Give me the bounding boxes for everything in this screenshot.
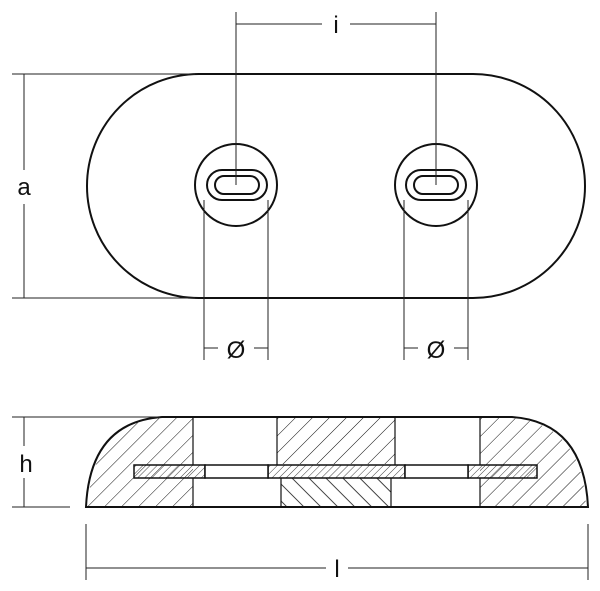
insert-strip: [133, 464, 538, 479]
height-label: h: [19, 451, 32, 478]
dimension-hole-right: Ø: [403, 200, 469, 364]
left-slot: [206, 169, 268, 201]
dimension-length: l: [85, 524, 589, 583]
dimension-height: h: [12, 416, 160, 508]
top-view: i a Ø Ø: [12, 12, 586, 364]
length-label: l: [334, 556, 339, 583]
section-outline: [84, 416, 590, 508]
section-middle-lower: [281, 478, 391, 506]
hole-walls: [192, 417, 481, 507]
spacing-label: i: [333, 12, 338, 39]
width-label: a: [17, 174, 31, 201]
section-right-end: [480, 418, 586, 506]
right-slot: [405, 169, 467, 201]
left-slot-inner: [214, 175, 260, 195]
section-view: h l: [12, 416, 590, 583]
dimension-spacing: i: [235, 12, 437, 185]
dimension-width: a: [12, 73, 195, 299]
plate-outline: [86, 73, 586, 299]
hole-left-label: Ø: [227, 337, 246, 364]
section-middle-upper: [277, 418, 395, 464]
dimension-hole-left: Ø: [203, 200, 269, 364]
section-left-end: [88, 418, 193, 506]
hole-right-label: Ø: [427, 337, 446, 364]
right-slot-inner: [413, 175, 459, 195]
